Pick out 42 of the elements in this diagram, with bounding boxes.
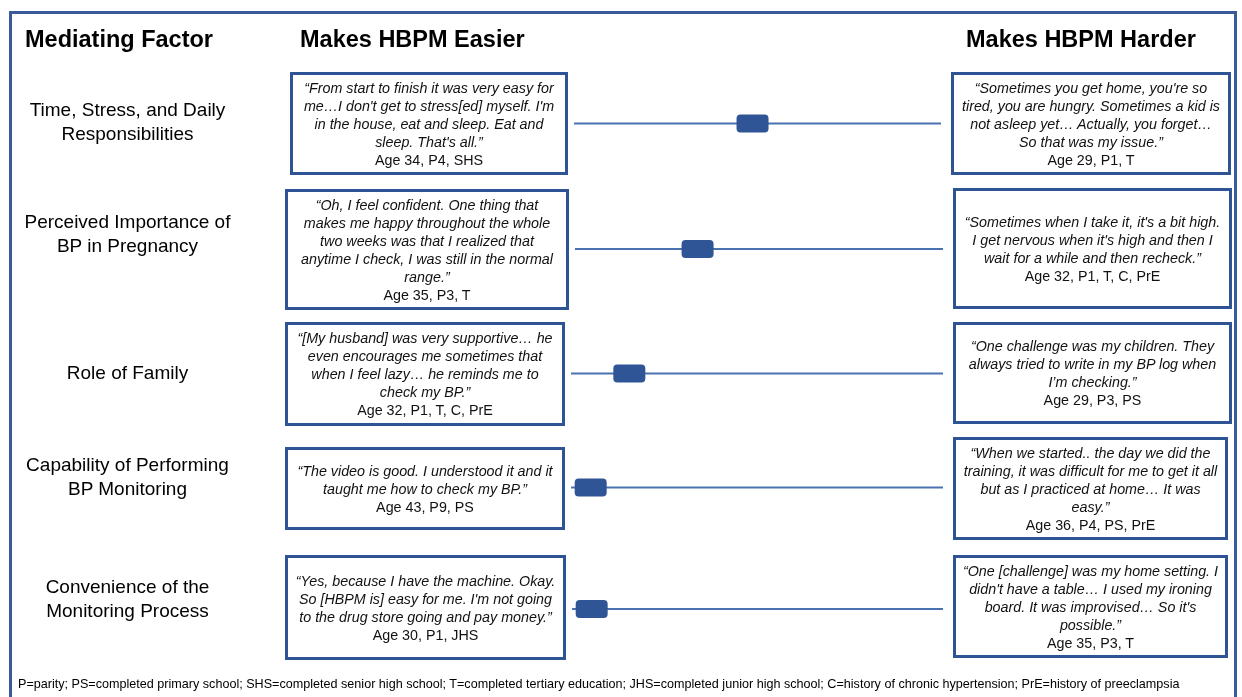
participant-info: Age 35, P3, T bbox=[1046, 633, 1135, 652]
quote-box bbox=[953, 555, 1228, 658]
column-header: Makes HBPM Harder bbox=[966, 26, 1197, 53]
quote-box bbox=[285, 555, 566, 660]
factor-label: Time, Stress, and Daily Responsibilities bbox=[28, 98, 227, 146]
quote-text: “From start to finish it was very easy for me…I don't get to stress[ed] myself. I'm in the house, eat and sleep. Eat and sleep. That's all.” bbox=[302, 78, 556, 151]
scale-line bbox=[574, 248, 944, 250]
quote-box bbox=[290, 72, 568, 175]
quote-text: “Oh, I feel confident. One thing that makes me happy throughout the whole two weeks was that I realized that anytime I check, I was still in the normal range.” bbox=[300, 195, 555, 286]
factor-label: Perceived Importance of BP in Pregnancy bbox=[23, 210, 232, 258]
participant-info: Age 30, P1, JHS bbox=[372, 625, 479, 644]
quote-box bbox=[953, 437, 1228, 540]
factor-label: Capability of Performing BP Monitoring bbox=[25, 453, 230, 501]
quote-text: “Sometimes when I take it, it's a bit high. I get nervous when it's high and then I wait for a while and then recheck.” bbox=[963, 212, 1222, 267]
quote-text: “The video is good. I understood it and it taught me how to check my BP.” bbox=[296, 461, 554, 498]
participant-info: Age 32, P1, T, C, PrE bbox=[357, 401, 493, 419]
participant-info: Age 35, P3, T bbox=[383, 285, 471, 304]
participant-info: Age 29, P1, T bbox=[1047, 150, 1135, 169]
quote-box bbox=[951, 72, 1231, 175]
factor-label: Role of Family bbox=[65, 361, 190, 385]
footnote: P=parity; PS=completed primary school; SHS=completed senior high school; T=completed tertiary education; JHS=completed junior high school; C=history of chronic hypertension; PrE=history of preeclampsia bbox=[18, 677, 1181, 691]
quote-text: “When we started.. the day we did the training, it was difficult for me to get it all but as I practiced at home… It was easy.” bbox=[962, 443, 1219, 516]
column-header: Makes HBPM Easier bbox=[300, 26, 526, 53]
quote-text: “[My husband] was very supportive… he even encourages me sometimes that when I feel lazy… he reminds me to check my BP.” bbox=[296, 329, 554, 401]
factor-label: Convenience of the Monitoring Process bbox=[44, 575, 211, 623]
participant-info: Age 29, P3, PS bbox=[1043, 391, 1142, 409]
quote-text: “Yes, because I have the machine. Okay. So [HBPM is] easy for me. I'm not going to the drug store going and pay money.” bbox=[294, 571, 557, 626]
quote-box bbox=[285, 189, 569, 310]
quote-box bbox=[953, 188, 1232, 309]
quote-text: “One challenge was my children. They always tried to write in my BP log when I’m checking.” bbox=[967, 337, 1218, 391]
scale-line bbox=[573, 122, 942, 125]
quote-box bbox=[953, 322, 1232, 424]
quote-text: “Sometimes you get home, you're so tired, you are hungry. Sometimes a kid is not asleep yet… Actually, you forget… So that was my issue.” bbox=[961, 78, 1221, 151]
column-header: Mediating Factor bbox=[25, 26, 214, 53]
quote-box bbox=[285, 447, 565, 530]
participant-info: Age 32, P1, T, C, PrE bbox=[1024, 266, 1161, 285]
participant-info: Age 43, P9, PS bbox=[376, 497, 474, 516]
participant-info: Age 36, P4, PS, PrE bbox=[1025, 515, 1156, 534]
quote-box bbox=[285, 322, 565, 426]
quote-text: “One [challenge] was my home setting. I didn't have a table… I used my ironing board. It was improvised… So it's possible.” bbox=[962, 561, 1219, 634]
participant-info: Age 34, P4, SHS bbox=[374, 150, 484, 169]
scale-line bbox=[570, 372, 944, 375]
